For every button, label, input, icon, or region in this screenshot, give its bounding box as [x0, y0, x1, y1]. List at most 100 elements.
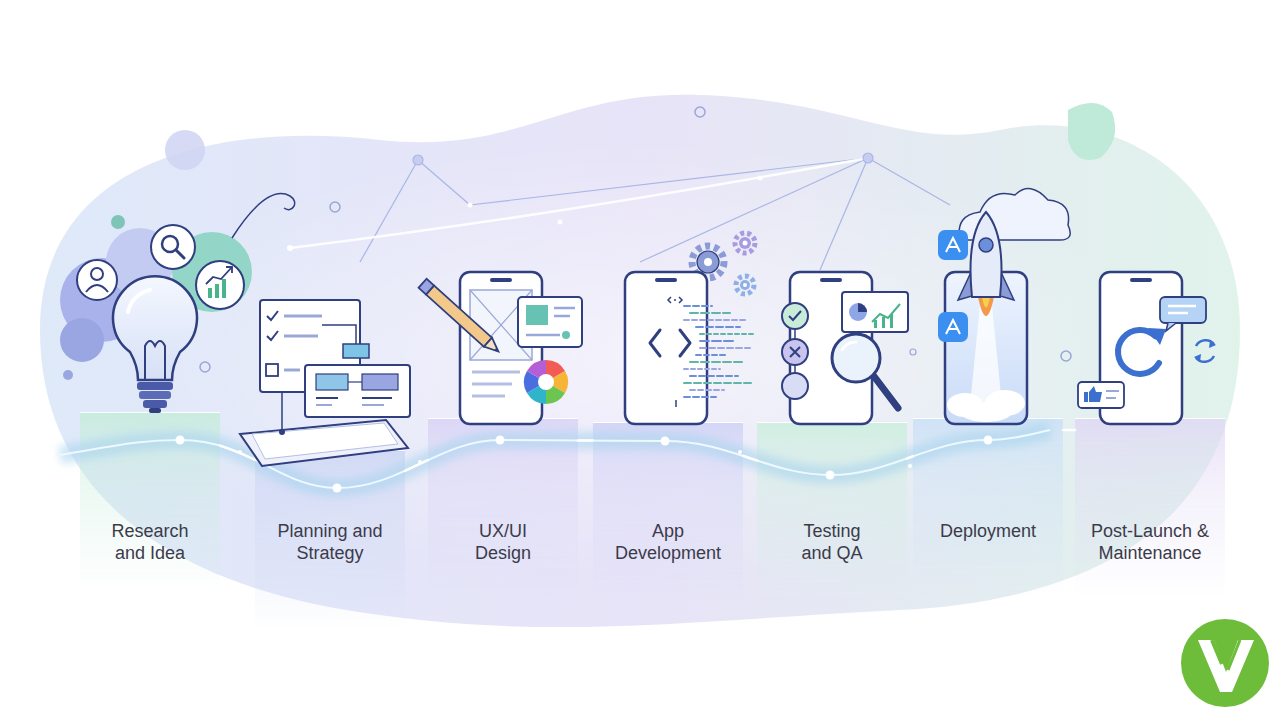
edge-group — [220, 430, 1075, 471]
development-icon — [684, 368, 720, 370]
maintenance-icon — [1168, 312, 1188, 315]
wave-dots — [738, 450, 742, 454]
testing-icon — [790, 347, 800, 357]
design-icon — [484, 338, 502, 356]
flow-line — [220, 446, 255, 460]
network-lines — [418, 160, 470, 205]
testing-icon — [842, 342, 856, 350]
planning-icon — [316, 397, 338, 399]
network-lines — [640, 158, 868, 262]
development-icon — [684, 382, 752, 384]
development-icon — [736, 276, 754, 294]
label-wrap: UX/UI Design — [428, 520, 578, 564]
flow-line — [405, 460, 428, 471]
floating-shapes — [165, 130, 205, 170]
research-icon — [77, 260, 117, 300]
development-icon — [704, 258, 712, 266]
planning-icon — [362, 374, 398, 390]
design-icon — [426, 286, 492, 347]
wave-dots — [826, 471, 835, 480]
development-icon — [625, 272, 707, 424]
planning-icon — [316, 404, 332, 406]
maintenance-icon — [1100, 272, 1182, 424]
design-icon — [538, 374, 554, 390]
research-icon — [151, 225, 195, 269]
deployment-icon — [960, 402, 1012, 422]
testing-icon — [832, 334, 880, 382]
flow-line — [1063, 429, 1075, 432]
research-icon — [137, 382, 173, 390]
deployment-icon — [958, 270, 972, 300]
network-lines — [470, 158, 868, 205]
development-icon — [700, 333, 756, 335]
design-icon — [518, 297, 582, 347]
planning-icon — [279, 429, 285, 435]
deployment-icon — [938, 312, 968, 342]
research-icon — [128, 290, 150, 312]
development-icon — [690, 389, 724, 391]
planning-icon — [284, 369, 300, 372]
development-icon — [655, 278, 677, 282]
research-icon — [60, 318, 104, 362]
network-lines — [287, 153, 950, 270]
development-icon — [739, 237, 751, 249]
testing-icon — [782, 339, 808, 365]
planning-icon — [267, 331, 278, 340]
testing-icon — [782, 272, 908, 424]
planning-icon — [240, 420, 408, 466]
testing-icon — [849, 303, 867, 321]
design-icon — [527, 382, 546, 404]
development-icon — [668, 297, 682, 303]
flow-line — [907, 456, 913, 458]
development-icon — [743, 241, 748, 246]
development-icon — [684, 319, 748, 321]
stage-label: App Development — [608, 520, 728, 564]
design-icon — [562, 331, 570, 339]
research-icon — [162, 236, 178, 252]
design-icon — [527, 360, 546, 382]
design-icon — [470, 290, 532, 360]
research-icon — [196, 261, 244, 309]
testing-icon — [890, 314, 893, 328]
research-icon — [113, 276, 197, 380]
design-icon — [472, 371, 520, 374]
planning-icon — [322, 325, 356, 344]
testing-icon — [858, 303, 867, 312]
wave-dots — [238, 450, 242, 454]
research-icon — [208, 288, 212, 298]
wave-dots — [418, 460, 422, 464]
research-icon — [149, 408, 161, 413]
stage-pedestal: Testing and QA — [757, 422, 907, 602]
planning-icon — [252, 423, 398, 459]
maintenance-icon — [1106, 390, 1119, 392]
design-icon — [546, 371, 568, 393]
testing-icon — [882, 317, 885, 328]
research-icon — [232, 194, 295, 238]
maintenance-icon — [1084, 392, 1088, 402]
development-icon — [674, 299, 676, 301]
planning-icon — [281, 392, 283, 432]
design-icon — [472, 383, 512, 386]
floating-shapes — [200, 362, 210, 372]
development-icon — [675, 400, 677, 407]
planning-icon — [305, 365, 410, 417]
testing-icon — [782, 373, 808, 399]
wave-dots — [496, 436, 505, 445]
planning-icon — [343, 344, 369, 358]
planning-icon — [362, 397, 392, 399]
development-icon — [697, 251, 719, 273]
design-icon — [419, 272, 582, 424]
wave-dots — [984, 436, 993, 445]
stage-pedestal: Research and Idea — [80, 412, 220, 592]
floating-shapes — [63, 370, 73, 380]
development-icon — [684, 306, 756, 397]
stage-label: Testing and QA — [792, 520, 872, 564]
testing-icon — [842, 292, 908, 332]
planning-icon — [348, 381, 362, 382]
brand-logo — [1212, 640, 1222, 664]
stage-label: Post-Launch & Maintenance — [1085, 520, 1215, 564]
deployment-icon — [938, 230, 968, 260]
